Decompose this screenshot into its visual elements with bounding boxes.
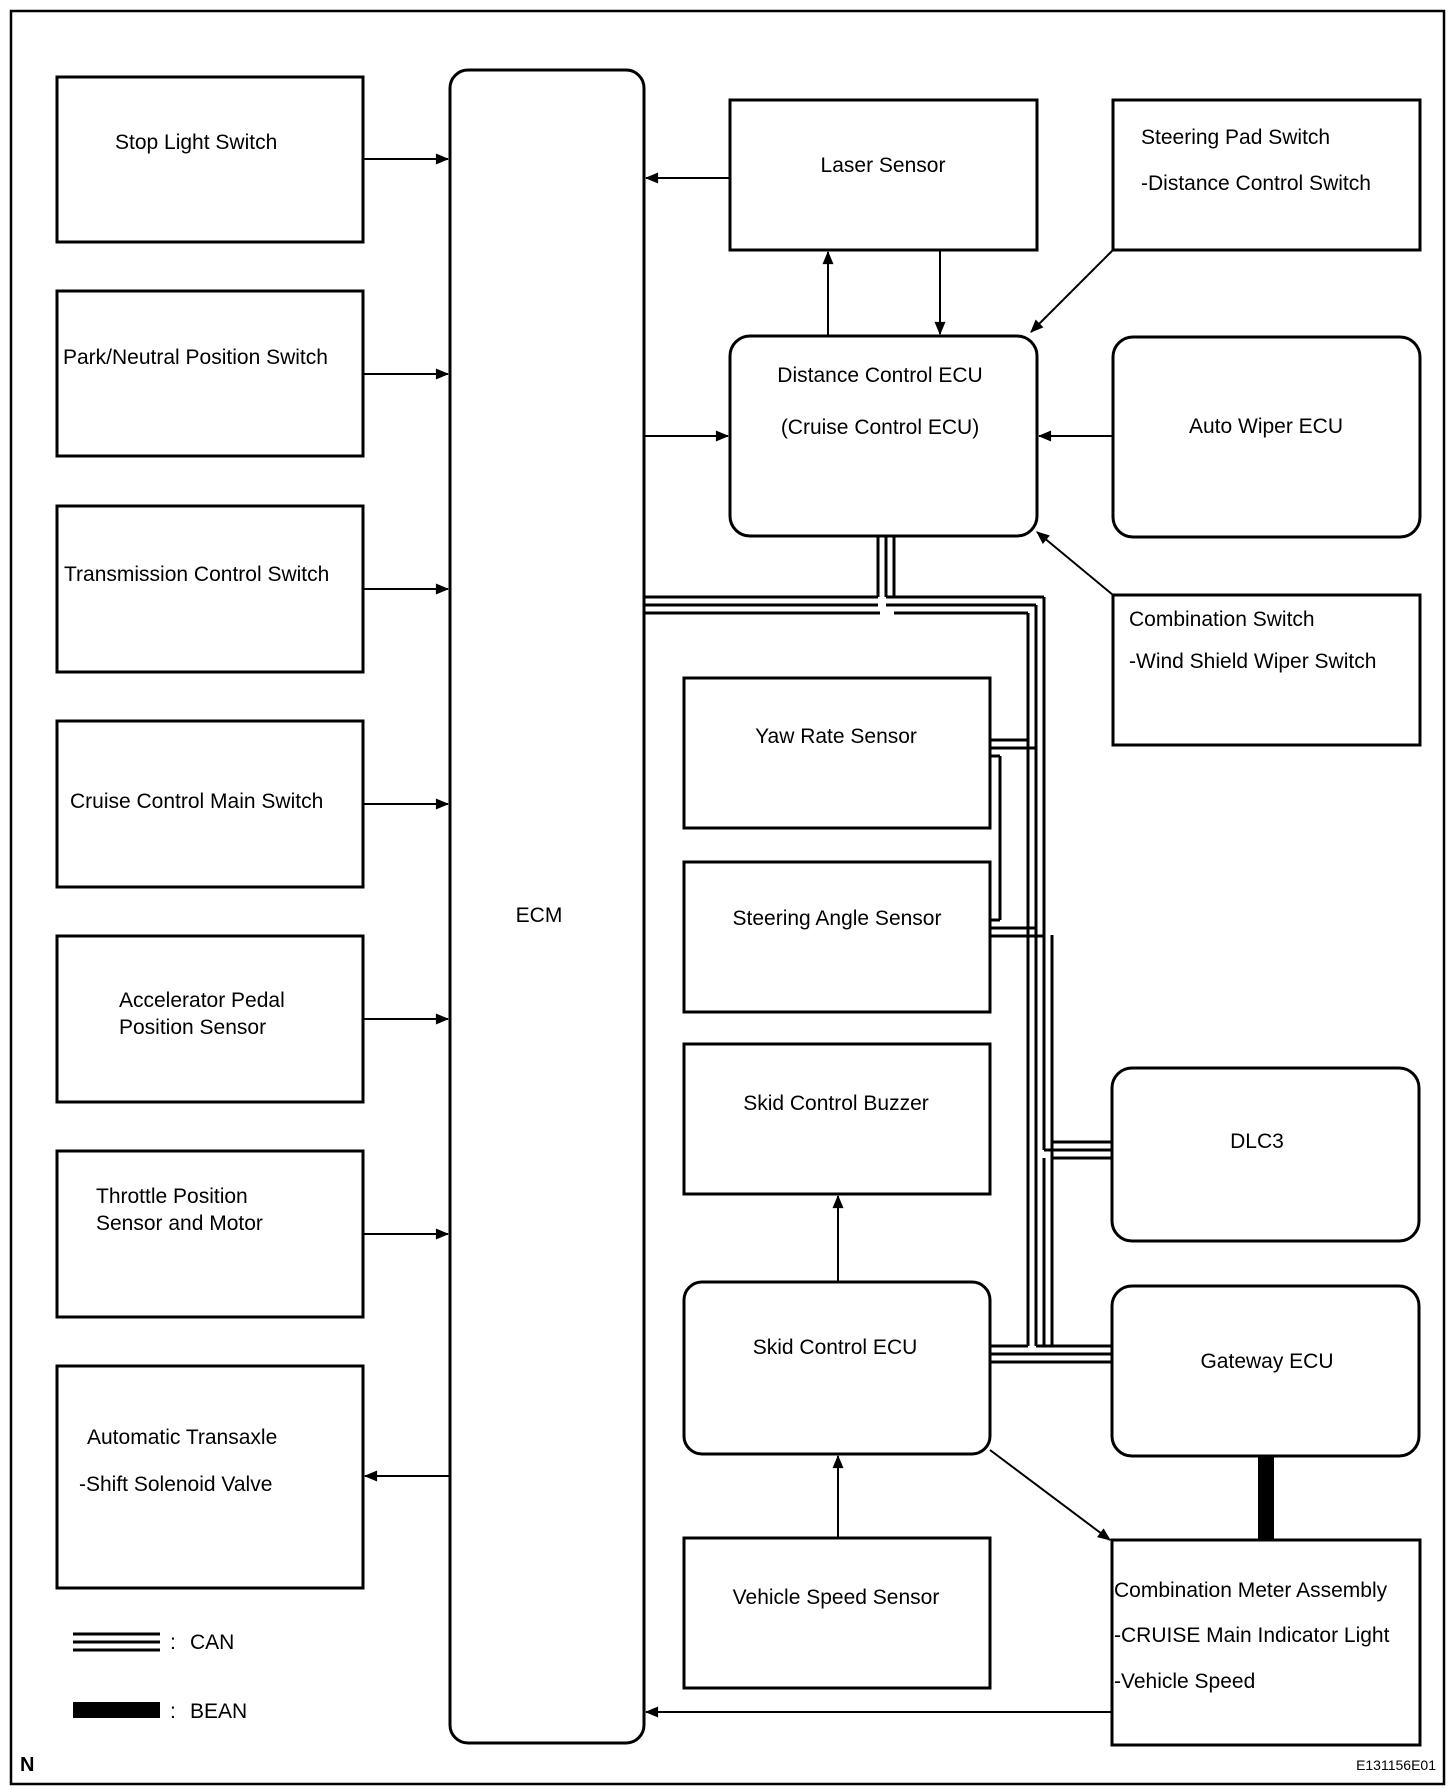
automatic-transaxle-label-line2: -Shift Solenoid Valve: [79, 1473, 272, 1496]
gateway-ecu-block: Gateway ECU: [1110, 1284, 1421, 1458]
combination-meter-label-line3: -Vehicle Speed: [1114, 1670, 1255, 1693]
arrow-combination-switch-to-distance-ecu: [1036, 531, 1114, 596]
legend-bean-label: BEAN: [190, 1700, 247, 1723]
auto-wiper-ecu-block: Auto Wiper ECU: [1111, 335, 1422, 539]
combination-meter-block: Combination Meter Assembly -CRUISE Main …: [1110, 1538, 1422, 1747]
park-neutral-switch-block: Park/Neutral Position Switch: [55, 289, 365, 458]
legend-bean-symbol: [73, 1702, 160, 1718]
frame-border: [9, 9, 1446, 1786]
legend-can-label: CAN: [190, 1631, 234, 1654]
combination-meter-label-line1: Combination Meter Assembly: [1114, 1579, 1388, 1602]
combination-switch-label-line2: -Wind Shield Wiper Switch: [1129, 650, 1376, 673]
distance-control-ecu-block: Distance Control ECU (Cruise Control ECU…: [728, 334, 1039, 538]
transmission-control-switch-block: Transmission Control Switch: [55, 504, 365, 674]
accelerator-pedal-label-line2: Position Sensor: [119, 1016, 266, 1039]
throttle-position-sensor-block: Throttle Position Sensor and Motor: [55, 1149, 365, 1319]
accelerator-pedal-label-line1: Accelerator Pedal: [119, 989, 285, 1012]
accelerator-pedal-sensor-block: Accelerator Pedal Position Sensor: [55, 934, 365, 1104]
dlc3-label: DLC3: [1230, 1130, 1284, 1153]
corner-mark: N: [20, 1754, 34, 1776]
skid-control-ecu-block: Skid Control ECU: [682, 1280, 992, 1456]
combination-switch-label-line1: Combination Switch: [1129, 608, 1315, 631]
legend-can-separator: :: [170, 1631, 176, 1654]
arrow-steering-pad-to-distance-ecu: [1030, 249, 1114, 333]
laser-sensor-label: Laser Sensor: [821, 154, 946, 177]
laser-sensor-block: Laser Sensor: [728, 98, 1039, 252]
gateway-ecu-label: Gateway ECU: [1200, 1350, 1333, 1373]
skid-control-buzzer-block: Skid Control Buzzer: [682, 1042, 992, 1196]
steering-pad-label-line1: Steering Pad Switch: [1141, 126, 1330, 149]
yaw-rate-sensor-label: Yaw Rate Sensor: [755, 725, 917, 748]
steering-angle-sensor-label: Steering Angle Sensor: [733, 907, 942, 930]
distance-control-ecu-label-line1: Distance Control ECU: [777, 364, 982, 387]
cruise-control-main-switch-block: Cruise Control Main Switch: [55, 719, 365, 889]
signal-arrows: [363, 153, 1114, 1718]
ecm-block: ECM: [448, 68, 646, 1745]
skid-control-buzzer-label: Skid Control Buzzer: [743, 1092, 929, 1115]
distance-control-ecu-label-line2: (Cruise Control ECU): [781, 416, 979, 439]
ecm-label: ECM: [516, 904, 563, 927]
stop-light-switch-label: Stop Light Switch: [115, 131, 277, 154]
combination-switch-block: Combination Switch -Wind Shield Wiper Sw…: [1111, 593, 1422, 747]
bean-bus-line: [1258, 1456, 1274, 1540]
cruise-control-main-switch-label: Cruise Control Main Switch: [70, 790, 323, 813]
can-bus-lines: [644, 536, 1112, 1364]
steering-angle-sensor-block: Steering Angle Sensor: [682, 860, 992, 1014]
legend-bean-separator: :: [170, 1700, 176, 1723]
figure-code: E131156E01: [1356, 1757, 1436, 1773]
steering-pad-switch-block: Steering Pad Switch -Distance Control Sw…: [1111, 98, 1422, 252]
stop-light-switch-block: Stop Light Switch: [55, 75, 365, 244]
automatic-transaxle-label-line1: Automatic Transaxle: [87, 1426, 277, 1449]
steering-pad-label-line2: -Distance Control Switch: [1141, 172, 1371, 195]
auto-wiper-ecu-label: Auto Wiper ECU: [1189, 415, 1343, 438]
park-neutral-switch-label: Park/Neutral Position Switch: [63, 346, 328, 369]
skid-control-ecu-label: Skid Control ECU: [753, 1336, 918, 1359]
vehicle-speed-sensor-label: Vehicle Speed Sensor: [733, 1586, 940, 1609]
dlc3-block: DLC3: [1110, 1066, 1421, 1243]
automatic-transaxle-block: Automatic Transaxle -Shift Solenoid Valv…: [55, 1364, 365, 1590]
legend: : CAN : BEAN: [73, 1631, 247, 1723]
vehicle-speed-sensor-block: Vehicle Speed Sensor: [682, 1536, 992, 1690]
transmission-control-switch-label: Transmission Control Switch: [64, 563, 329, 586]
arrow-skid-ecu-to-combination-meter: [989, 1449, 1111, 1541]
throttle-position-label-line1: Throttle Position: [96, 1185, 248, 1208]
throttle-position-label-line2: Sensor and Motor: [96, 1212, 263, 1235]
legend-can-symbol: [73, 1632, 160, 1652]
yaw-rate-sensor-block: Yaw Rate Sensor: [682, 676, 992, 830]
combination-meter-label-line2: -CRUISE Main Indicator Light: [1114, 1624, 1390, 1647]
